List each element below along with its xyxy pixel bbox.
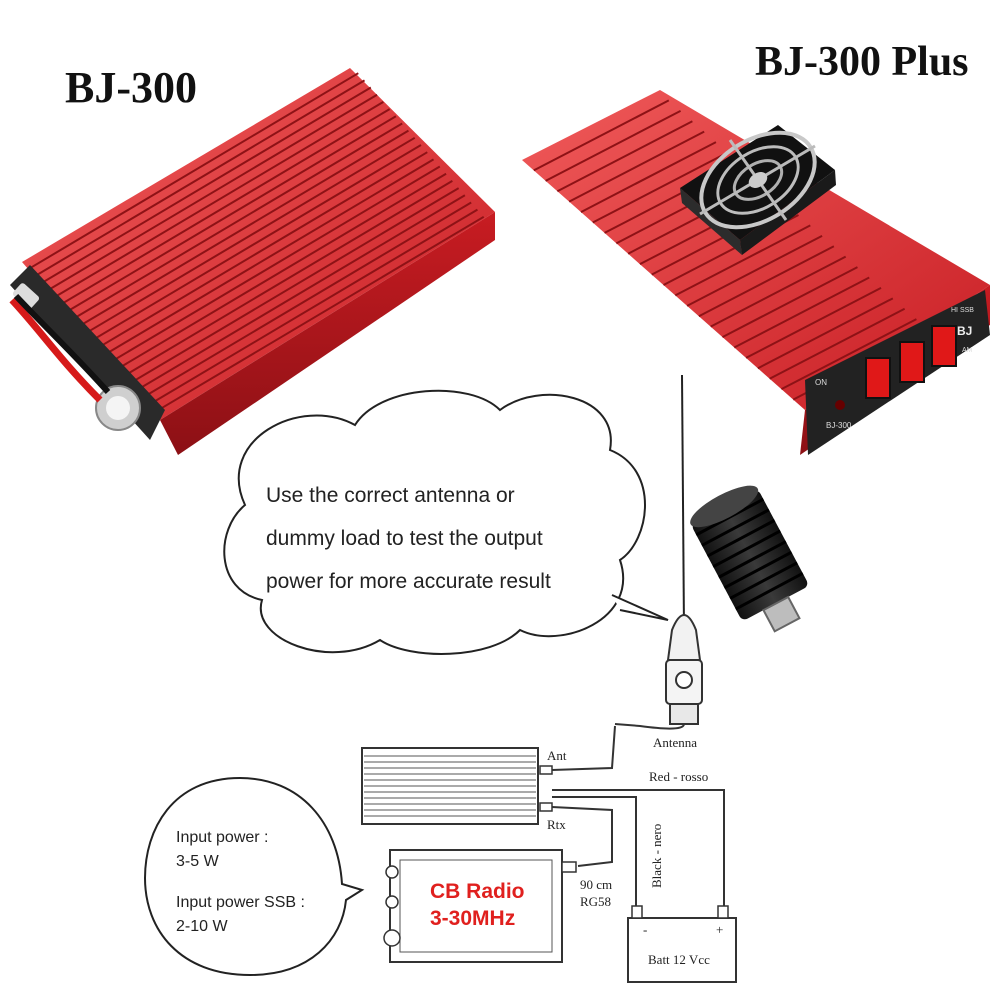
ant-port-label: Ant (547, 748, 567, 763)
cb-radio-icon (383, 849, 577, 963)
heatsink-fin (674, 224, 811, 297)
heatsink-fin (121, 180, 453, 378)
cable-length-label: 90 cm (580, 877, 612, 892)
heatsink-fin (46, 93, 378, 292)
heatsink-fin (780, 318, 917, 391)
cb-radio-label: CB Radio (430, 880, 525, 903)
antenna-advice-callout: Use the correct antenna or dummy load to… (223, 389, 669, 655)
heatsink-fin (686, 234, 823, 307)
heatsink-fin (77, 129, 409, 328)
heatsink-fin (34, 79, 366, 278)
heatsink-fin (745, 287, 882, 359)
heatsink-fin (710, 255, 847, 328)
heatsink-fin (580, 141, 717, 213)
input-power-ssb-value: 2-10 W (176, 918, 228, 935)
antenna-label: Antenna (653, 735, 697, 750)
title-bj300: BJ-300 (65, 63, 197, 112)
panel-brand-label: BJ (957, 324, 972, 338)
black-wire-label: Black - nero (649, 824, 664, 888)
panel-am-label: AM (962, 347, 973, 354)
wiring-diagram: Ant Rtx Antenna Red - rosso Black - nero… (361, 725, 737, 983)
heatsink-fin (59, 108, 391, 306)
red-wire-label: Red - rosso (649, 769, 708, 784)
heatsink-fin (733, 276, 870, 349)
dummy-load-photo (690, 485, 808, 633)
antenna-photo (614, 374, 703, 730)
heatsink-fin (103, 158, 435, 357)
heatsink-fin (71, 122, 403, 321)
diagram-amplifier (361, 747, 553, 825)
heatsink-fin (40, 86, 372, 285)
heatsink-fin (128, 187, 460, 385)
heatsink-fin (52, 101, 384, 299)
switch-3-icon (931, 325, 957, 367)
heatsink-fin (90, 144, 422, 342)
heatsink-fin (545, 109, 682, 182)
heatsink-fin (96, 151, 428, 350)
heatsink-fin (757, 297, 894, 370)
heatsink-fin (153, 215, 485, 414)
rtx-port-label: Rtx (547, 817, 566, 832)
cooling-fan-icon (680, 125, 836, 255)
heatsink-fin (568, 130, 705, 203)
cb-radio-frequency: 3-30MHz (430, 907, 515, 930)
input-power-value: 3-5 W (176, 853, 220, 870)
heatsink-fin (698, 245, 835, 318)
heatsink-fin (109, 165, 441, 364)
advice-line-3: power for more accurate result (266, 570, 551, 593)
heatsink-fin (721, 266, 858, 338)
heatsink-fin (533, 99, 670, 172)
heatsink-fin (592, 151, 729, 224)
input-power-callout: Input power : 3-5 W Input power SSB : 2-… (143, 776, 365, 977)
cable-type-label: RG58 (580, 894, 611, 909)
battery-icon (627, 905, 737, 983)
bj300-plus-amplifier-photo: ON BJ-300 BJ HI SSB AM (522, 90, 990, 455)
heatsink-fin (140, 201, 472, 400)
heatsink-fin (65, 115, 397, 314)
heatsink-fin (769, 307, 906, 380)
heatsink-fin (27, 72, 359, 271)
battery-minus-label: - (643, 922, 647, 937)
switch-1-icon (865, 357, 891, 399)
heatsink-fin (84, 136, 416, 335)
battery-label: Batt 12 Vcc (648, 952, 710, 967)
input-power-label: Input power : (176, 829, 269, 846)
power-led-icon (835, 400, 845, 410)
advice-line-1: Use the correct antenna or (266, 484, 515, 507)
panel-on-label: ON (815, 378, 827, 387)
panel-model-label: BJ-300 (826, 421, 852, 430)
heatsink-fin (115, 172, 447, 371)
heatsink-fin (556, 120, 693, 193)
battery-plus-label: + (716, 922, 723, 937)
bj300-amplifier-photo (9, 68, 495, 455)
title-bj300-plus: BJ-300 Plus (755, 39, 969, 85)
panel-mode-label: HI SSB (951, 307, 974, 314)
advice-line-2: dummy load to test the output (266, 527, 543, 550)
heatsink-fin (134, 194, 466, 393)
heatsink-fin (146, 208, 478, 407)
input-power-ssb-label: Input power SSB : (176, 894, 305, 911)
switch-2-icon (899, 341, 925, 383)
